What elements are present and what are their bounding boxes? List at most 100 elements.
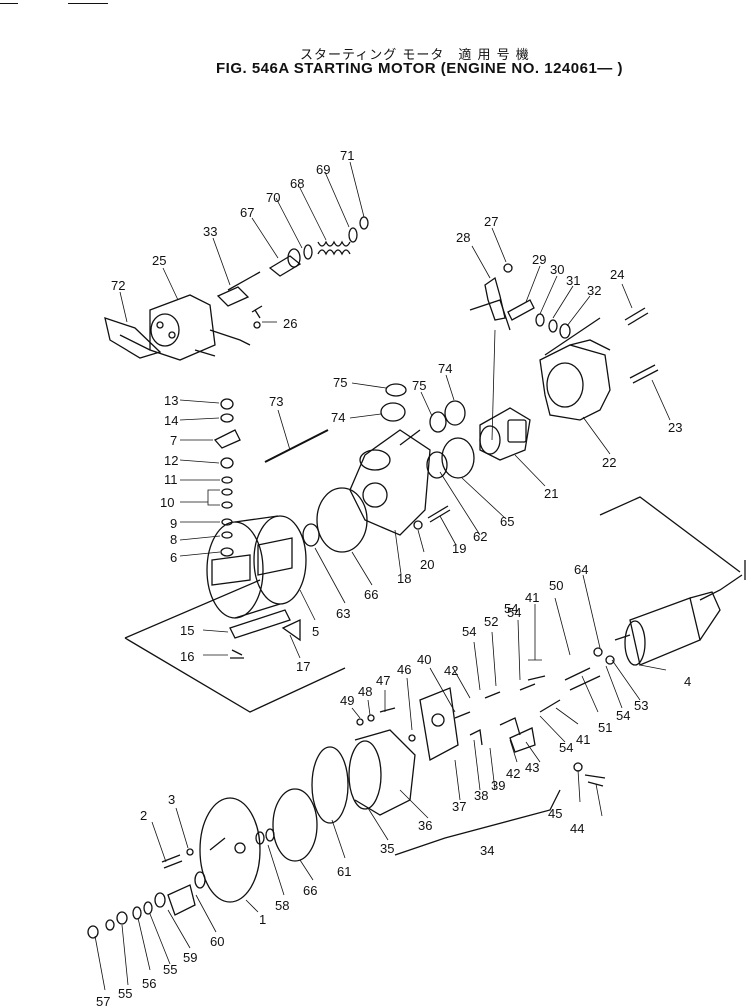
- callout-53: 53: [634, 698, 648, 713]
- plunger: [216, 271, 261, 307]
- washer-55b: [132, 906, 142, 920]
- bearing-74: [380, 402, 406, 422]
- bolt-19: [427, 505, 451, 523]
- callout-7: 7: [170, 433, 177, 448]
- callout-38: 38: [474, 788, 488, 803]
- callout-34: 34: [480, 843, 494, 858]
- yoke-field-coil: [206, 515, 307, 619]
- spring-68: [317, 240, 351, 256]
- callout-57: 57: [96, 994, 110, 1008]
- front-housing: [539, 339, 611, 421]
- callout-61: 61: [337, 864, 351, 879]
- plunger-sleeve-67: [268, 248, 302, 277]
- callout-42a: 42: [444, 663, 458, 678]
- callout-55a: 55: [118, 986, 132, 1001]
- callout-51: 51: [598, 720, 612, 735]
- callout-31: 31: [566, 273, 580, 288]
- bolt-44: [584, 774, 606, 787]
- bolt-24: [624, 307, 649, 326]
- callout-52: 52: [484, 614, 498, 629]
- top-rule-left: [0, 3, 18, 4]
- washer-62: [426, 451, 448, 479]
- leader-lines: [94, 161, 671, 991]
- callout-72: 72: [111, 278, 125, 293]
- title-japanese: スターティング モータ 適 用 号 機: [300, 48, 530, 63]
- ring-71: [359, 216, 369, 230]
- ring-32: [559, 323, 571, 339]
- oring-66: [316, 487, 368, 553]
- oring-65: [441, 437, 475, 479]
- callout-69: 69: [316, 162, 330, 177]
- bolt-23: [629, 364, 659, 384]
- callout-41b: 41: [576, 732, 590, 747]
- callout-9: 9: [170, 516, 177, 531]
- callout-74b: 74: [331, 410, 345, 425]
- callout-32: 32: [587, 283, 601, 298]
- callout-20: 20: [420, 557, 434, 572]
- callout-68: 68: [290, 176, 304, 191]
- callout-17: 17: [296, 659, 310, 674]
- ring-75: [385, 383, 407, 397]
- callout-24: 24: [610, 267, 624, 282]
- brush-holder: [419, 687, 521, 762]
- insulator-17: [281, 618, 301, 642]
- callout-41a: 41: [525, 590, 539, 605]
- callout-59: 59: [183, 950, 197, 965]
- lever-28: [469, 276, 511, 331]
- armature: [614, 574, 743, 666]
- plate-35: [348, 740, 382, 810]
- callout-71: 71: [340, 148, 354, 163]
- callout-28: 28: [456, 230, 470, 245]
- callout-75a: 75: [333, 375, 347, 390]
- washer-69: [348, 227, 358, 243]
- oring-66b: [272, 788, 318, 862]
- figure-title: FIG. 546A STARTING MOTOR (ENGINE NO. 124…: [216, 60, 623, 77]
- callout-54b: 54: [504, 601, 518, 616]
- callout-44: 44: [570, 821, 584, 836]
- callout-35: 35: [380, 841, 394, 856]
- gear-74b: [444, 400, 466, 426]
- callout-67: 67: [240, 205, 254, 220]
- washer-64: [593, 647, 603, 657]
- callout-21: 21: [544, 486, 558, 501]
- washer-20: [413, 520, 423, 530]
- washer-70: [303, 244, 313, 260]
- callout-73: 73: [269, 394, 283, 409]
- callout-37: 37: [452, 799, 466, 814]
- oring-75b: [429, 411, 447, 433]
- callout-10: 10: [160, 495, 174, 510]
- pin-29: [507, 299, 535, 321]
- callout-5: 5: [312, 624, 319, 639]
- rear-cover: [199, 797, 261, 903]
- callout-39: 39: [491, 778, 505, 793]
- callout-1: 1: [259, 912, 266, 927]
- callout-66b: 66: [303, 883, 317, 898]
- callout-16: 16: [180, 649, 194, 664]
- callout-22: 22: [602, 455, 616, 470]
- washer-31: [548, 319, 558, 333]
- callout-45: 45: [548, 806, 562, 821]
- insulator-15: [229, 609, 291, 639]
- nut-56: [116, 911, 128, 925]
- callout-12: 12: [164, 453, 178, 468]
- callout-27: 27: [484, 214, 498, 229]
- washer-59: [154, 892, 166, 908]
- washer-54b: [605, 655, 615, 665]
- top-rule-right: [68, 3, 108, 4]
- brush-terminal-parts: [213, 398, 241, 557]
- callout-63: 63: [336, 606, 350, 621]
- callout-65: 65: [500, 514, 514, 529]
- callout-30: 30: [550, 262, 564, 277]
- callout-64: 64: [574, 562, 588, 577]
- callout-13: 13: [164, 393, 178, 408]
- washer-30: [535, 313, 545, 327]
- gasket-61: [311, 746, 349, 824]
- bushing-60: [167, 884, 196, 916]
- callout-58: 58: [275, 898, 289, 913]
- callout-70: 70: [266, 190, 280, 205]
- callout-46: 46: [397, 662, 411, 677]
- callout-26: 26: [283, 316, 297, 331]
- callout-62: 62: [473, 529, 487, 544]
- callout-40: 40: [417, 652, 431, 667]
